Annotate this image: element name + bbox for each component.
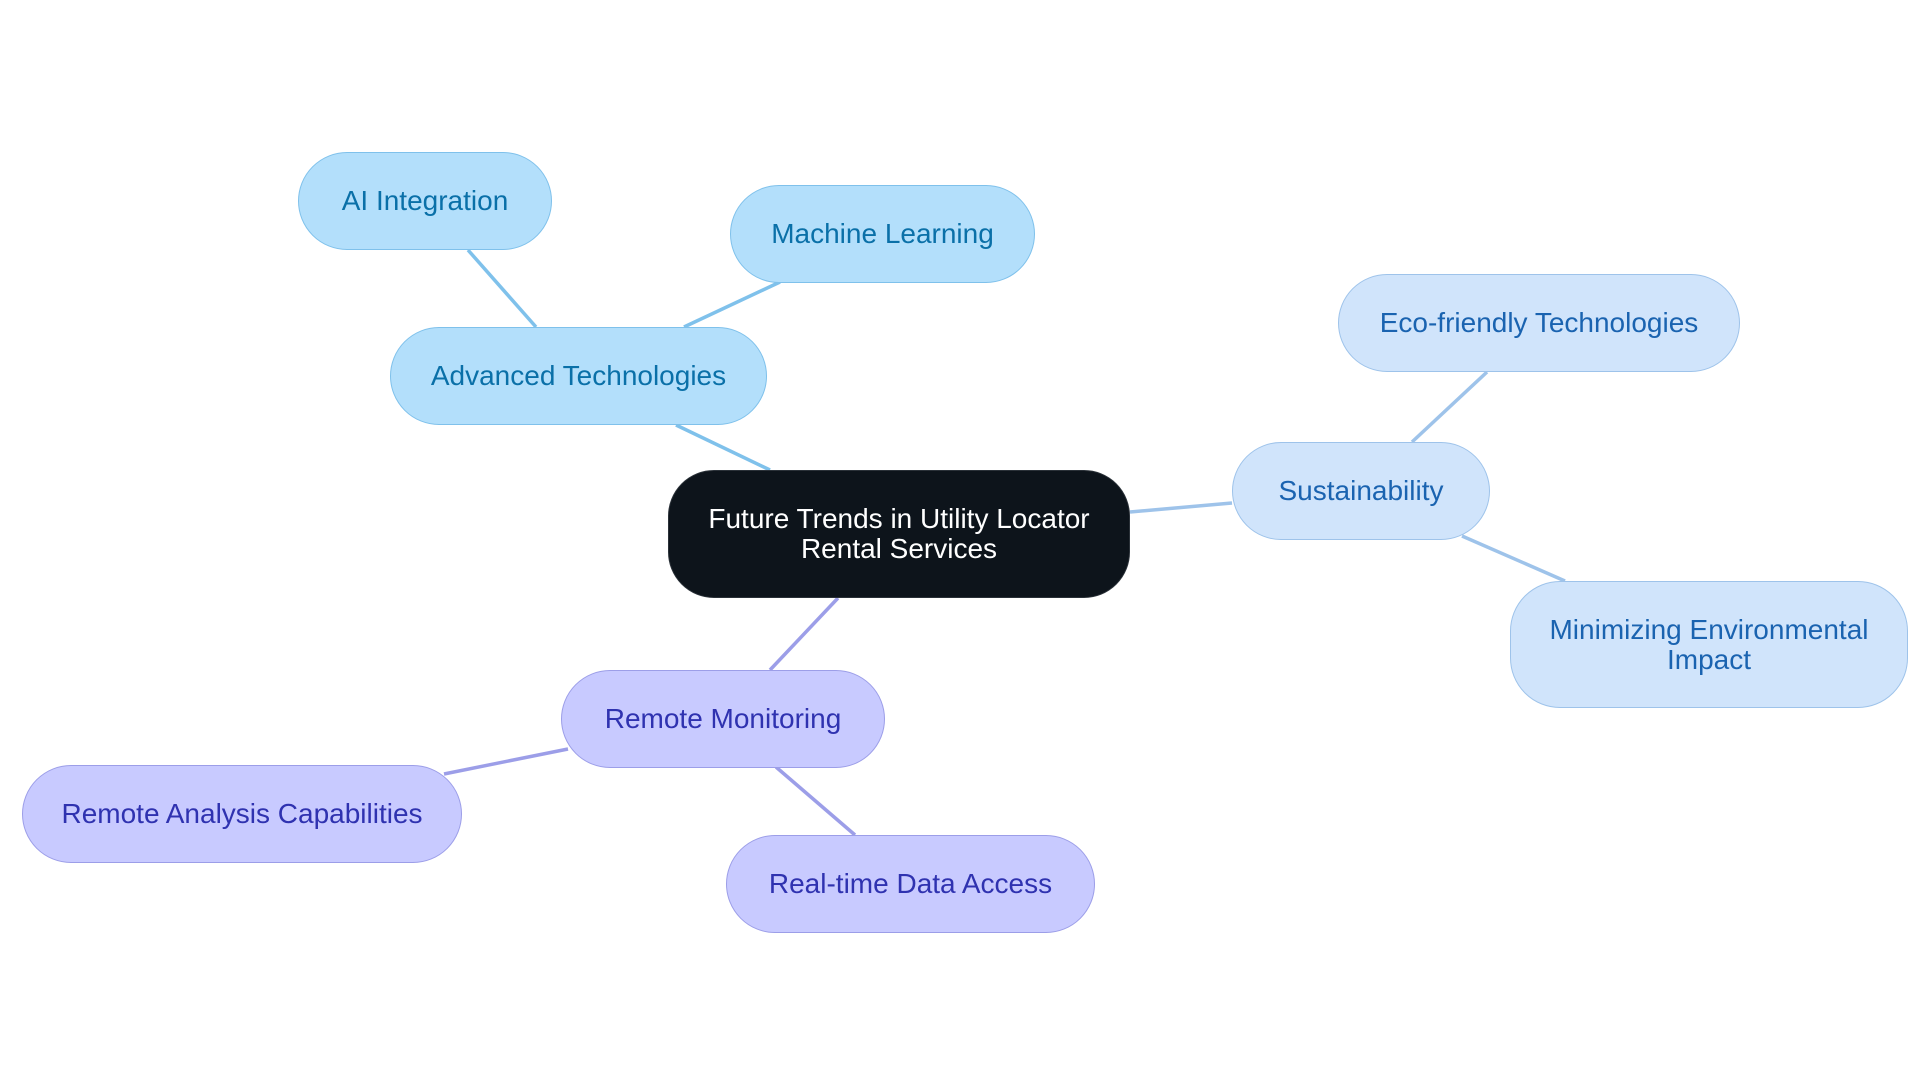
- edge-root-remote-monitoring: [768, 596, 840, 672]
- node-eco-friendly-technologies: Eco-friendly Technologies: [1338, 274, 1740, 372]
- node-real-time-data-access: Real-time Data Access: [726, 835, 1095, 933]
- edge-remote-realtime: [774, 765, 857, 837]
- node-ai-integration: AI Integration: [298, 152, 552, 250]
- label-sustainability: Sustainability: [1278, 475, 1444, 506]
- root-node: Future Trends in Utility Locator Rental …: [668, 470, 1130, 598]
- node-minimizing-environmental-impact: Minimizing Environmental Impact: [1510, 581, 1908, 708]
- node-machine-learning: Machine Learning: [730, 185, 1035, 283]
- edge-remote-analysis: [443, 747, 569, 776]
- node-remote-analysis-capabilities: Remote Analysis Capabilities: [22, 765, 462, 863]
- label-remote-monitoring: Remote Monitoring: [604, 703, 842, 734]
- label-ai-integration: AI Integration: [341, 185, 509, 216]
- edge-advanced-machine-learning: [683, 280, 781, 329]
- label-minimizing-environmental-impact: Minimizing Environmental Impact: [1549, 613, 1869, 675]
- edge-sustainability-minimizing-impact: [1461, 534, 1566, 583]
- edge-root-sustainability: [1129, 501, 1233, 514]
- edge-sustainability-eco-friendly: [1410, 370, 1489, 444]
- node-remote-monitoring: Remote Monitoring: [561, 670, 885, 768]
- root-label-line2: Rental Services: [800, 533, 998, 564]
- edge-root-advanced-technologies: [675, 423, 771, 472]
- label-remote-analysis-capabilities: Remote Analysis Capabilities: [61, 798, 423, 829]
- label-eco-friendly-technologies: Eco-friendly Technologies: [1379, 307, 1699, 338]
- label-advanced-technologies: Advanced Technologies: [430, 360, 727, 391]
- label-real-time-data-access: Real-time Data Access: [768, 868, 1053, 899]
- node-sustainability: Sustainability: [1232, 442, 1490, 540]
- label-machine-learning: Machine Learning: [771, 218, 994, 249]
- edge-advanced-ai-integration: [466, 248, 538, 329]
- root-label-line1: Future Trends in Utility Locator: [708, 503, 1090, 534]
- node-advanced-technologies: Advanced Technologies: [390, 327, 767, 425]
